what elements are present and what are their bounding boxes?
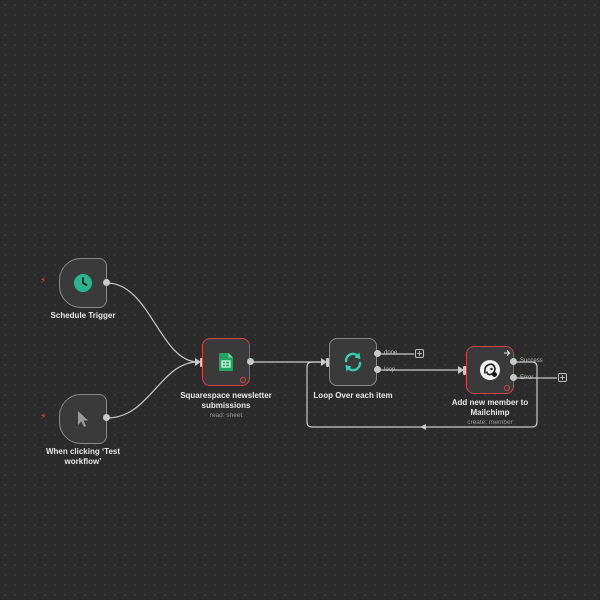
trigger-bolt-icon: ⚡ (40, 276, 47, 286)
clock-icon (74, 274, 92, 292)
loop-over-items-node[interactable] (329, 338, 377, 386)
mailchimp-icon (480, 360, 500, 380)
mailchimp-input-handle[interactable] (463, 366, 466, 375)
sheets-label-2: submissions (201, 401, 251, 410)
schedule-output-handle[interactable] (103, 279, 110, 286)
loop-done-handle[interactable] (374, 350, 381, 357)
sheets-input-handle[interactable] (200, 358, 203, 367)
edge-schedule-to-sheets (106, 282, 199, 363)
loop-loop-handle[interactable] (374, 366, 381, 373)
manual-trigger-label-1: When clicking ‘Test (45, 447, 121, 456)
manual-trigger-label-2: workflow’ (64, 457, 102, 466)
mailchimp-error-handle[interactable] (510, 374, 517, 381)
mailchimp-action-icon (504, 350, 511, 356)
mailchimp-error-label: Error (520, 375, 534, 381)
sheets-output-handle[interactable] (247, 358, 254, 365)
google-sheets-icon (219, 353, 233, 371)
loop-loop-label: loop (384, 367, 396, 373)
loop-input-handle[interactable] (326, 358, 329, 367)
mailchimp-label-2: Mailchimp (470, 408, 510, 417)
mailchimp-success-label: Success (520, 358, 543, 364)
mailchimp-label-1: Add new member to (451, 398, 529, 407)
arrow-return (420, 424, 426, 430)
manual-bolt-icon: ⚡ (40, 412, 47, 422)
mailchimp-node[interactable] (466, 346, 514, 394)
mailchimp-sublabel: create: member (467, 419, 513, 426)
mailchimp-error-add-button[interactable]: + (558, 373, 567, 382)
schedule-trigger-label: Schedule Trigger (50, 311, 116, 320)
loop-done-label: done (384, 350, 398, 356)
sheets-sublabel: read: sheet (209, 412, 243, 419)
mailchimp-warning-icon (504, 385, 510, 391)
loop-icon (344, 352, 362, 372)
manual-output-handle[interactable] (103, 414, 110, 421)
sheets-label-1: Squarespace newsletter (180, 391, 272, 400)
loop-label: Loop Over each item (313, 391, 393, 400)
loop-done-add-button[interactable]: + (415, 349, 424, 358)
cursor-icon (78, 411, 88, 427)
schedule-trigger-node[interactable] (59, 258, 107, 308)
manual-trigger-node[interactable] (59, 394, 107, 444)
sheets-warning-icon (240, 377, 246, 383)
mailchimp-success-handle[interactable] (510, 358, 517, 365)
